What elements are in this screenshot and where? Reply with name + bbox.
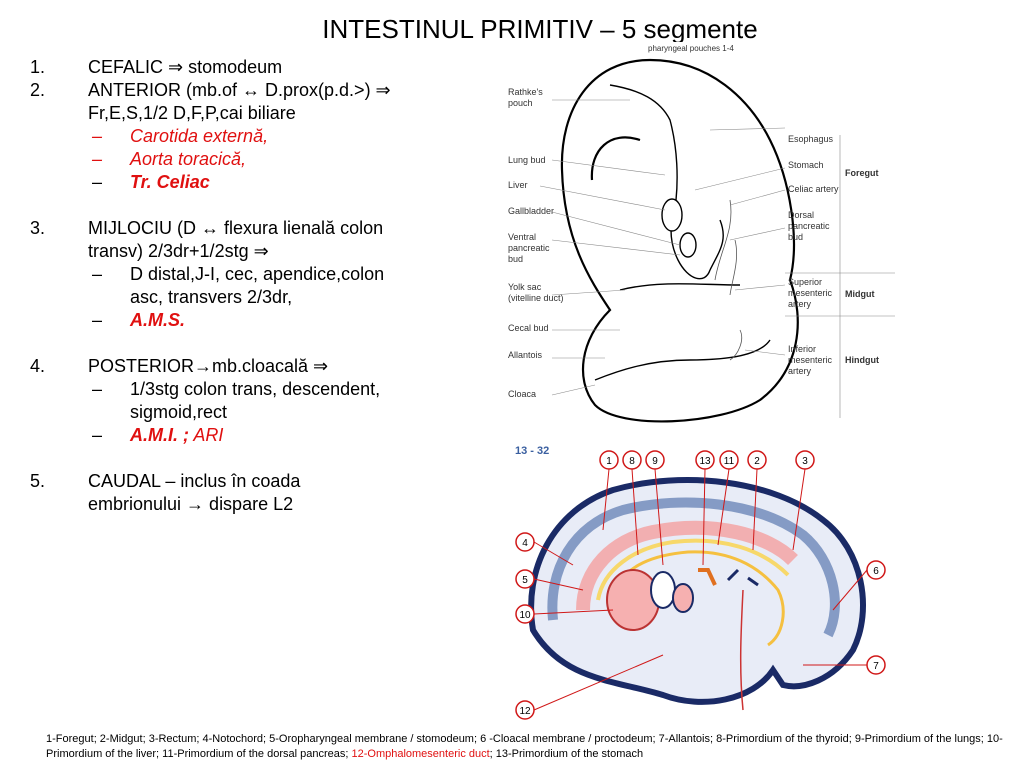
svg-text:13: 13 — [699, 456, 711, 467]
list-subitem: –Tr. Celiac — [92, 172, 210, 192]
svg-text:Superior: Superior — [788, 277, 822, 287]
leader-lines — [539, 99, 895, 418]
list-item: 1.CEFALIC ⇒ stomodeum — [30, 57, 283, 77]
figure-caption: 1-Foregut; 2-Midgut; 3-Rectum; 4-Notocho… — [46, 733, 1003, 760]
svg-text:Dorsal: Dorsal — [788, 210, 814, 220]
svg-text:Yolk sac: Yolk sac — [508, 282, 542, 292]
svg-text:Gallbladder: Gallbladder — [508, 206, 554, 216]
list-subitem: –A.M.S. — [92, 310, 186, 330]
svg-text:11: 11 — [724, 456, 735, 467]
list-subitem: –Aorta toracică, — [92, 149, 247, 169]
list-subitem: –Carotida externă, — [92, 126, 269, 146]
svg-text:bud: bud — [508, 254, 523, 264]
svg-text:mesenteric: mesenteric — [788, 288, 833, 298]
figure-labels-right: Esophagus Stomach Celiac artery Dorsal p… — [648, 44, 839, 376]
svg-text:pancreatic: pancreatic — [508, 243, 550, 253]
list-item: 2.ANTERIOR (mb.of ↔ D.prox(p.d.>) ⇒Fr,E,… — [30, 80, 391, 123]
embryo-outline — [560, 58, 799, 423]
svg-text:Rathke's: Rathke's — [508, 87, 543, 97]
svg-text:3: 3 — [802, 456, 808, 467]
svg-text:10: 10 — [519, 610, 531, 621]
svg-text:artery: artery — [788, 299, 812, 309]
svg-text:Liver: Liver — [508, 180, 528, 190]
svg-text:7: 7 — [873, 661, 879, 672]
svg-text:Ventral: Ventral — [508, 232, 536, 242]
marker-side: 4 5 10 6 7 12 — [515, 532, 886, 720]
figure-labels-left: Rathke's pouch Lung bud Liver Gallbladde… — [508, 87, 564, 399]
svg-text:Cloaca: Cloaca — [508, 389, 536, 399]
svg-text:(vitelline duct): (vitelline duct) — [508, 293, 564, 303]
svg-text:Stomach: Stomach — [788, 160, 824, 170]
svg-text:12: 12 — [519, 706, 531, 717]
svg-text:Allantois: Allantois — [508, 350, 543, 360]
vessel-lines — [714, 199, 743, 361]
embryo-body — [528, 477, 866, 711]
svg-text:pouch: pouch — [508, 98, 533, 108]
svg-text:Cecal bud: Cecal bud — [508, 323, 549, 333]
svg-text:Midgut: Midgut — [845, 289, 875, 299]
marker-leaders — [533, 468, 868, 711]
embryo-gut-diagram: Rathke's pouch Lung bud Liver Gallbladde… — [508, 44, 895, 423]
svg-text:5: 5 — [522, 575, 528, 586]
svg-text:4: 4 — [522, 538, 528, 549]
svg-text:8: 8 — [629, 456, 635, 467]
gut-tube — [594, 84, 771, 381]
page-title: INTESTINUL PRIMITIV – 5 segmente — [322, 14, 758, 42]
figure-tag: 13 - 32 — [515, 445, 549, 457]
number-markers: 1 8 9 13 11 2 3 4 5 10 6 7 12 — [515, 450, 886, 720]
svg-text:mesenteric: mesenteric — [788, 355, 833, 365]
svg-text:Hindgut: Hindgut — [845, 355, 879, 365]
region-labels: Foregut Midgut Hindgut — [845, 168, 879, 365]
svg-text:pharyngeal pouches 1-4: pharyngeal pouches 1-4 — [648, 44, 734, 53]
outline-list: 1.CEFALIC ⇒ stomodeum 2.ANTERIOR (mb.of … — [30, 56, 480, 516]
list-item: 4.POSTERIOR→mb.cloacală ⇒ — [30, 356, 329, 376]
svg-text:bud: bud — [788, 232, 803, 242]
svg-text:Lung bud: Lung bud — [508, 155, 546, 165]
embryo-sagittal-diagram: 13 - 32 1 8 9 13 11 2 3 — [503, 440, 900, 720]
svg-text:9: 9 — [652, 456, 658, 467]
svg-text:2: 2 — [754, 456, 760, 467]
svg-text:Foregut: Foregut — [845, 168, 879, 178]
svg-text:pancreatic: pancreatic — [788, 221, 830, 231]
list-subitem: –A.M.I. ; ARI — [92, 425, 224, 445]
marker-top-row: 1 8 9 13 11 2 3 — [599, 450, 815, 470]
list-subitem: –1/3stg colon trans, descendent,sigmoid,… — [92, 379, 381, 422]
svg-text:Esophagus: Esophagus — [788, 134, 834, 144]
svg-text:1: 1 — [606, 456, 612, 467]
svg-text:Inferior: Inferior — [788, 344, 816, 354]
svg-text:Celiac artery: Celiac artery — [788, 184, 839, 194]
svg-text:artery: artery — [788, 366, 812, 376]
svg-text:6: 6 — [873, 566, 879, 577]
